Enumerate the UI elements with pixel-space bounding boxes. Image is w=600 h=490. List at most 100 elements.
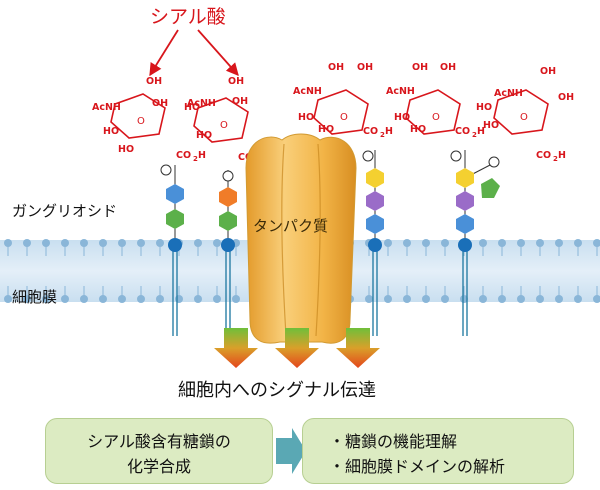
chem-oh: OH — [558, 92, 574, 103]
chem-ho: HO — [394, 112, 410, 123]
chem-acnh: AcNH — [386, 86, 415, 97]
lipid-head — [384, 239, 392, 247]
ganglioside-chain-1 — [160, 164, 184, 252]
lipid-head — [156, 295, 164, 303]
sialic-acid-structure-5: O — [493, 89, 549, 135]
lipid-head — [213, 239, 221, 247]
lipid-head — [536, 239, 544, 247]
lipid-head — [232, 295, 240, 303]
ganglioside-label: ガングリオシド — [12, 202, 118, 220]
lipid-head — [194, 239, 202, 247]
lipid-head — [593, 295, 600, 303]
chem-co2h: CO — [536, 150, 551, 161]
chem-co2h-h: H — [558, 150, 566, 161]
lipid-head — [517, 295, 525, 303]
lipid-head — [194, 295, 202, 303]
lipid-head — [99, 295, 107, 303]
chemical-labels: OH AcNH OH HO HO CO 2 H OH AcNH OH HO HO… — [92, 62, 574, 165]
lipid-head — [61, 295, 69, 303]
lipid-head — [80, 295, 88, 303]
sialic-acid-title: シアル酸 — [150, 6, 226, 28]
lipid-head — [574, 239, 582, 247]
lipid-head — [23, 295, 31, 303]
lipid-head — [536, 295, 544, 303]
chem-oh: OH — [232, 96, 248, 107]
lipid-head — [498, 295, 506, 303]
chem-co2h-h: H — [385, 126, 393, 137]
svg-text:O: O — [137, 116, 145, 127]
lipid-head — [61, 239, 69, 247]
sialic-acid-structure-3: O — [313, 89, 369, 135]
chem-acnh: AcNH — [494, 88, 523, 99]
lipid-head — [403, 239, 411, 247]
flow-arrow — [276, 428, 306, 474]
svg-text:O: O — [520, 112, 528, 123]
lipid-head — [137, 239, 145, 247]
chem-co2h: CO — [363, 126, 378, 137]
signal-transduction-label: 細胞内へのシグナル伝達 — [178, 380, 376, 401]
sialic-acid-structure-4: O — [405, 89, 461, 135]
lipid-head — [365, 295, 373, 303]
lipid-head — [4, 239, 12, 247]
chem-ho: HO — [476, 102, 492, 113]
chem-acnh: AcNH — [293, 86, 322, 97]
lipid-head — [574, 295, 582, 303]
protein-label: タンパク質 — [253, 217, 329, 235]
lipid-head — [118, 295, 126, 303]
chem-oh: OH — [328, 62, 344, 73]
chem-oh: OH — [152, 98, 168, 109]
chem-oh: OH — [357, 62, 373, 73]
ganglioside-chain-4 — [450, 150, 500, 252]
lipid-head — [42, 295, 50, 303]
sialic-acid-pointer-arrows — [149, 29, 239, 77]
chem-ho: HO — [298, 112, 314, 123]
chem-oh: OH — [540, 66, 556, 77]
chem-co2h-sub: 2 — [553, 155, 558, 163]
lipid-head — [384, 295, 392, 303]
lipid-head — [118, 239, 126, 247]
lipid-head — [460, 295, 468, 303]
chem-ho: HO — [118, 144, 134, 155]
chem-co2h: CO — [176, 150, 191, 161]
chem-co2h: CO — [238, 152, 253, 163]
chem-co2h-sub: 2 — [193, 155, 198, 163]
chem-co2h: CO — [455, 126, 470, 137]
lipid-tails — [172, 250, 468, 336]
lipid-head — [441, 239, 449, 247]
signal-arrow — [275, 328, 319, 368]
lipid-head — [99, 239, 107, 247]
lipid-head — [479, 239, 487, 247]
lipid-head — [156, 239, 164, 247]
ganglioside-chain-2 — [219, 170, 237, 252]
lipid-head — [80, 239, 88, 247]
membrane-protein — [245, 133, 357, 344]
ganglioside-chain-3 — [362, 150, 384, 252]
outcome-line-1: ・糖鎖の機能理解 — [329, 432, 458, 451]
chem-co2h-sub: 2 — [472, 131, 477, 139]
sialic-acid-structure-1: O — [110, 93, 166, 139]
signal-arrow — [336, 328, 380, 368]
chem-ho: HO — [483, 120, 499, 131]
outcome-line-2: ・細胞膜ドメインの解析 — [329, 457, 506, 476]
lipid-head — [479, 295, 487, 303]
lipid-head — [555, 295, 563, 303]
lipid-head — [555, 239, 563, 247]
lipid-head — [422, 239, 430, 247]
outcomes-box: ・糖鎖の機能理解 ・細胞膜ドメインの解析 — [302, 418, 574, 484]
synthesis-line-2: 化学合成 — [126, 457, 191, 476]
chem-oh: OH — [412, 62, 428, 73]
lipid-head — [403, 295, 411, 303]
lipid-head — [4, 295, 12, 303]
chem-oh: OH — [146, 76, 162, 87]
lipid-head — [175, 295, 183, 303]
sialic-acid-structure-2: O — [193, 97, 249, 143]
chem-ho: HO — [103, 126, 119, 137]
svg-text:O: O — [432, 112, 440, 123]
lipid-head — [498, 239, 506, 247]
lipid-head — [23, 239, 31, 247]
lipid-head — [593, 239, 600, 247]
chem-oh: OH — [440, 62, 456, 73]
lipid-head — [422, 295, 430, 303]
signal-arrows — [214, 328, 380, 368]
